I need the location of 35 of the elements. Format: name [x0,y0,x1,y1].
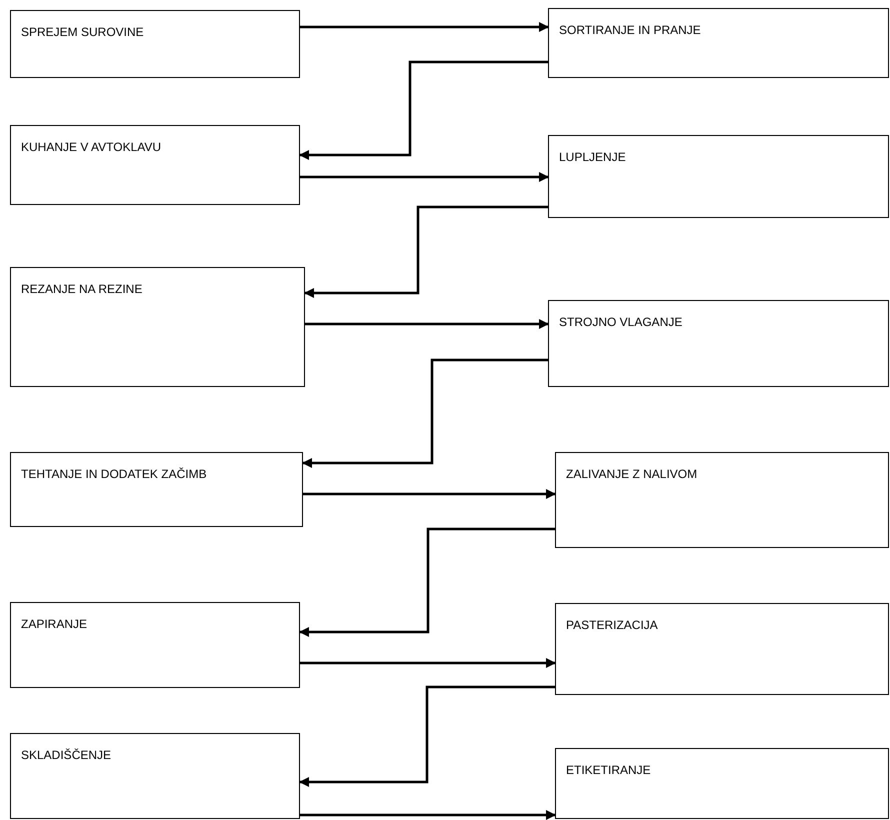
arrow [300,810,556,820]
step-label: STROJNO VLAGANJE [559,314,684,331]
arrow [303,489,556,499]
process-box [10,733,300,819]
step-label: SORTIRANJE IN PRANJE [559,22,702,39]
process-box [555,452,889,548]
step-label: ETIKETIRANJE [566,762,652,779]
arrow [302,358,548,468]
step-label: SPREJEM SUROVINE [21,24,145,41]
process-box [10,267,305,387]
step-label: ZALIVANJE Z NALIVOM [566,466,698,483]
arrow [300,658,556,668]
step-label: LUPLJENJE [559,149,627,166]
step-label: REZANJE NA REZINE [21,281,144,298]
process-box [555,748,889,819]
process-box [10,452,303,527]
process-box [548,8,889,78]
arrow [304,206,548,298]
arrow [299,528,555,637]
step-label: KUHANJE V AVTOKLAVU [21,139,162,156]
process-box [548,300,889,387]
process-box [548,135,889,218]
process-box [10,10,300,78]
process-box [10,125,300,205]
arrow [305,319,549,329]
arrow [300,172,549,182]
arrow [300,22,549,32]
step-label: TEHTANJE IN DODATEK ZAČIMB [21,466,208,483]
arrow [299,686,555,787]
process-box [10,602,300,688]
step-label: PASTERIZACIJA [566,617,659,634]
arrow [299,60,548,160]
step-label: SKLADIŠČENJE [21,747,112,764]
process-box [555,603,889,695]
step-label: ZAPIRANJE [21,616,88,633]
